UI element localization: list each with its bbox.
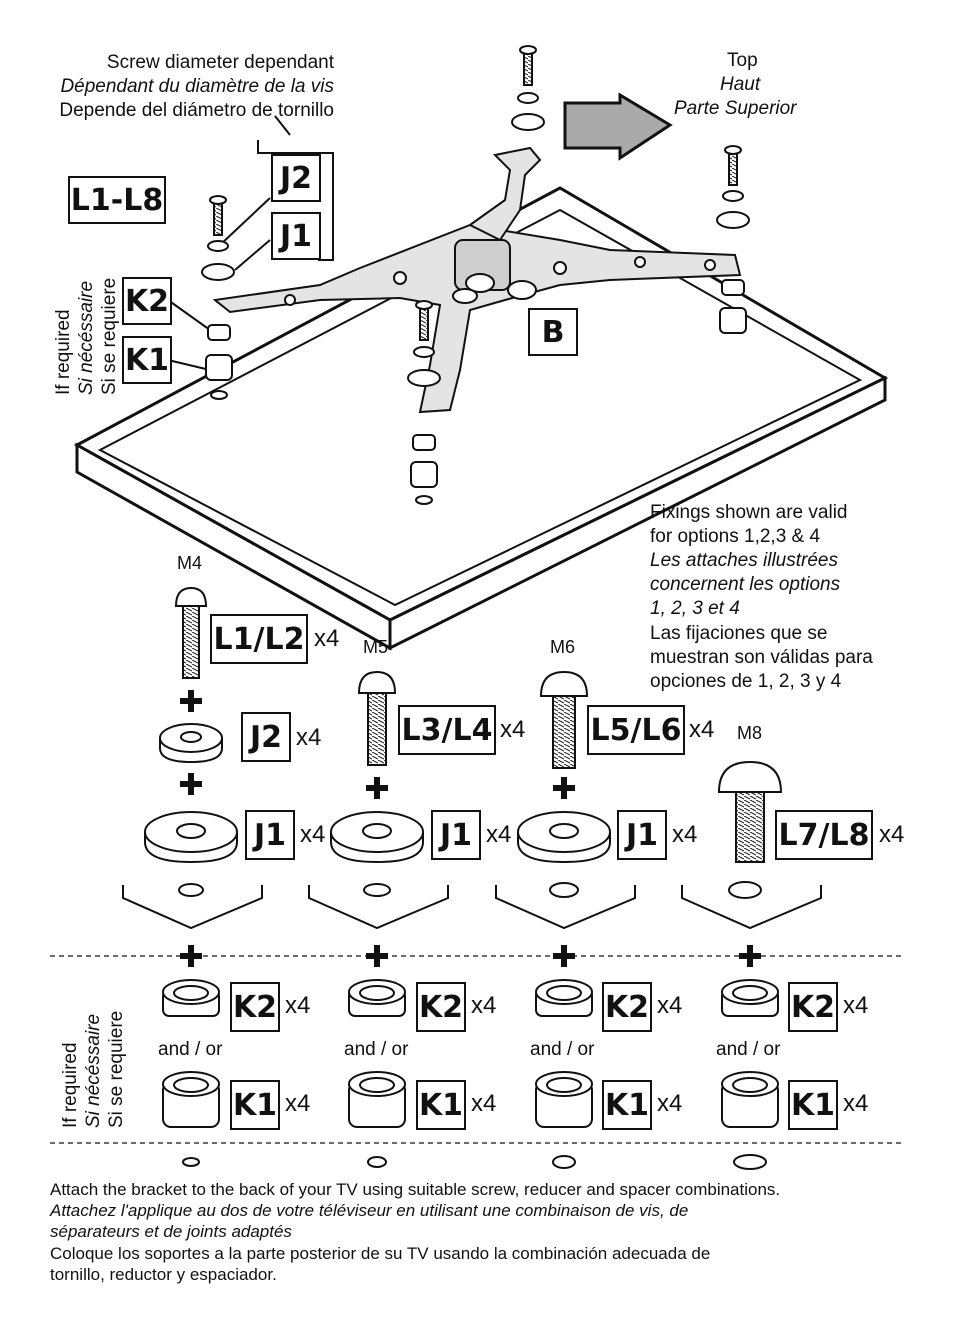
- if-required-en-top: If required: [53, 309, 74, 395]
- fixings-note-8: opciones de 1, 2, 3 y 4: [650, 671, 842, 692]
- qty-k2-col3: x4: [657, 992, 683, 1019]
- footer-es-2: tornillo, reductor y espaciador.: [50, 1265, 277, 1284]
- screw-m6: [539, 670, 589, 769]
- and-or-col1: and / or: [158, 1039, 223, 1060]
- and-or-col2: and / or: [344, 1039, 409, 1060]
- qty-k2-col2: x4: [471, 992, 497, 1019]
- qty-k1-col4: x4: [843, 1090, 869, 1117]
- label-k1-col2: K1: [416, 1080, 466, 1130]
- label-l1-l2: L1/L2: [210, 614, 308, 664]
- label-k2-top: K2: [122, 277, 172, 325]
- footer-en: Attach the bracket to the back of your T…: [50, 1180, 781, 1199]
- fixings-note-4: concernent les options: [650, 574, 841, 595]
- label-k2-col1: K2: [230, 982, 280, 1032]
- screw-m8: [717, 760, 783, 863]
- label-k2-col2: K2: [416, 982, 466, 1032]
- label-j1-col3: J1: [617, 810, 667, 860]
- fixings-note-1: Fixings shown are valid: [650, 502, 848, 523]
- screw-note-fr: Dépendant du diamètre de la vis: [60, 76, 334, 97]
- label-k1-col3: K1: [602, 1080, 652, 1130]
- screw-note-es: Depende del diámetro de tornillo: [59, 100, 334, 121]
- label-k2-col4: K2: [788, 982, 838, 1032]
- qty-j1-col2: x4: [486, 821, 512, 848]
- if-required-fr-top: Si nécéssaire: [76, 280, 97, 395]
- label-j1-col1: J1: [245, 810, 295, 860]
- tv-panel: [73, 186, 889, 651]
- qty-k1-col3: x4: [657, 1090, 683, 1117]
- spacers: [162, 979, 779, 1170]
- washers-j1: [144, 811, 611, 864]
- size-m5: M5: [363, 637, 389, 657]
- label-k1-col1: K1: [230, 1080, 280, 1130]
- qty-j1-col3: x4: [672, 821, 698, 848]
- fixings-note-6: Las fijaciones que se: [650, 623, 828, 644]
- label-l1-l8: L1-L8: [68, 176, 166, 224]
- qty-k1-col1: x4: [285, 1090, 311, 1117]
- footer-fr-1: Attachez l'applique au dos de votre télé…: [50, 1201, 689, 1220]
- fixings-note-3: Les attaches illustrées: [650, 550, 838, 571]
- and-or-col4: and / or: [716, 1039, 781, 1060]
- if-required-fr-bottom: Si nécéssaire: [83, 1013, 104, 1128]
- label-bracket-b: B: [528, 308, 578, 356]
- bracket-sections: [122, 881, 822, 930]
- label-j2: J2: [241, 712, 291, 762]
- top-en: Top: [727, 50, 758, 71]
- qty-l1-l2: x4: [314, 625, 340, 652]
- fixings-note-5: 1, 2, 3 et 4: [650, 598, 740, 619]
- label-l7-l8: L7/L8: [775, 810, 873, 860]
- exploded-fixings: [201, 45, 750, 505]
- size-m8: M8: [737, 723, 763, 743]
- qty-k2-col4: x4: [843, 992, 869, 1019]
- top-arrow: [563, 92, 673, 161]
- qty-k2-col1: x4: [285, 992, 311, 1019]
- qty-j1-col1: x4: [300, 821, 326, 848]
- washer-j2: [159, 723, 223, 764]
- qty-j2: x4: [296, 724, 322, 751]
- size-m4: M4: [177, 553, 203, 573]
- screw-note-en: Screw diameter dependant: [106, 52, 334, 73]
- if-required-en-bottom: If required: [60, 1042, 81, 1128]
- footer-es-1: Coloque los soportes a la parte posterio…: [50, 1244, 711, 1263]
- footer-fr-2: séparateurs et de joints adaptés: [50, 1222, 292, 1241]
- fixings-note-2: for options 1,2,3 & 4: [650, 526, 821, 547]
- fixings-note-7: muestran son válidas para: [650, 647, 873, 668]
- label-j1-top: J1: [271, 212, 321, 260]
- label-j2-top: J2: [271, 154, 321, 202]
- qty-l7-l8: x4: [879, 821, 905, 848]
- label-l5-l6: L5/L6: [587, 705, 685, 755]
- if-required-es-top: Si se requiere: [99, 277, 120, 395]
- top-fr: Haut: [720, 74, 761, 95]
- qty-l3-l4: x4: [500, 716, 526, 743]
- label-l3-l4: L3/L4: [398, 705, 496, 755]
- label-j1-col2: J1: [431, 810, 481, 860]
- qty-k1-col2: x4: [471, 1090, 497, 1117]
- if-required-es-bottom: Si se requiere: [106, 1010, 127, 1128]
- bracket-b: [212, 146, 742, 414]
- label-k2-col3: K2: [602, 982, 652, 1032]
- label-k1-col4: K1: [788, 1080, 838, 1130]
- qty-l5-l6: x4: [689, 716, 715, 743]
- screw-m4: [174, 586, 208, 679]
- screw-m5: [357, 670, 397, 766]
- label-k1-top: K1: [122, 336, 172, 384]
- size-m6: M6: [550, 637, 576, 657]
- top-es: Parte Superior: [674, 98, 797, 119]
- and-or-col3: and / or: [530, 1039, 595, 1060]
